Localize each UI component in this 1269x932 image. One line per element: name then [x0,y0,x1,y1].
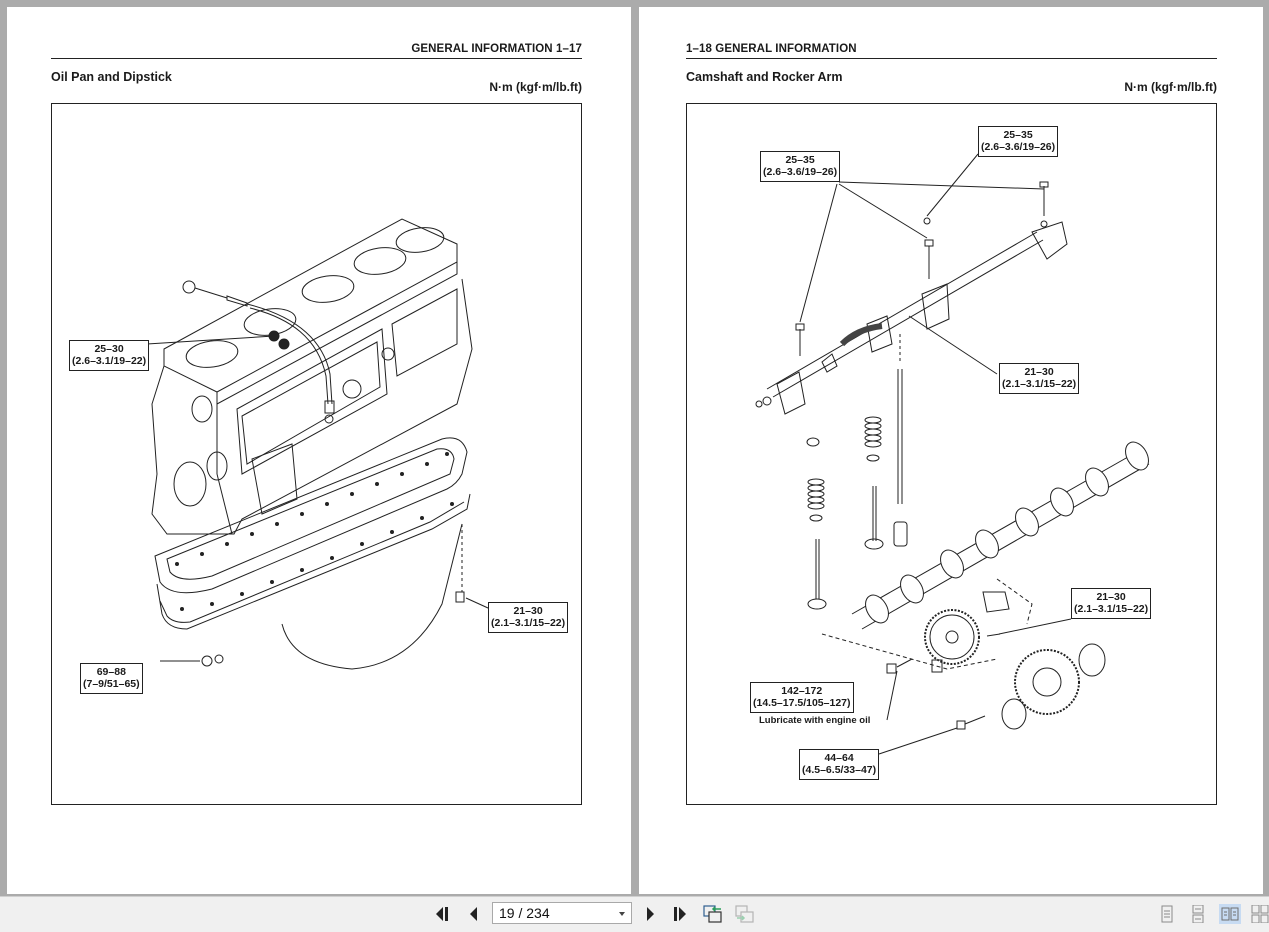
section-title: Camshaft and Rocker Arm [686,70,843,84]
rocker-shaft-assembly [756,182,1067,504]
torque-units: N·m (kgf·m/lb.ft) [1124,80,1217,94]
torque-callout-camshaft-gear-bolt: 142–172 (14.5–17.5/105–127) [750,682,854,713]
page-number-select[interactable]: 19 / 234 [492,902,632,924]
pdf-page-left: GENERAL INFORMATION 1–17 Oil Pan and Dip… [7,7,631,894]
next-view-icon [735,905,754,923]
single-page-view-button[interactable] [1156,904,1178,924]
torque-detail: (14.5–17.5/105–127) [753,697,851,709]
camshaft-gear [887,592,1009,673]
torque-callout-dipstick-bolt: 25–30 (2.6–3.1/19–22) [69,340,150,371]
first-page-button[interactable] [431,903,455,925]
first-page-icon [436,907,448,921]
dipstick [183,281,334,423]
leader-lines [800,154,1071,754]
valves-and-springs [807,417,907,609]
torque-value: 21–30 [1096,591,1126,603]
torque-detail: (2.1–3.1/15–22) [1074,603,1149,615]
continuous-facing-icon [1251,905,1269,923]
previous-page-button[interactable] [462,903,486,925]
torque-callout-adjusting-nut: 21–30 (2.1–3.1/15–22) [999,363,1080,394]
torque-callout-drain-plug: 69–88 (7–9/51–65) [80,663,143,694]
next-page-icon [647,907,654,921]
chevron-down-icon [619,912,625,916]
running-head: 1–18 GENERAL INFORMATION [686,43,857,55]
viewer-toolbar: 19 / 234 [0,896,1269,932]
figure-oil-pan-dipstick: 25–30 (2.6–3.1/19–22) 21–30 (2.1–3.1/15–… [51,103,582,805]
facing-pages-icon [1221,907,1239,921]
torque-value: 25–35 [785,154,815,166]
torque-value: 25–30 [94,343,124,355]
torque-detail: (2.6–3.6/19–26) [763,166,838,178]
oil-pan [155,438,470,669]
torque-callout-oil-pan-bolt: 21–30 (2.1–3.1/15–22) [488,602,569,633]
continuous-view-button[interactable] [1187,904,1209,924]
torque-callout-idler-gear-bolt: 44–64 (4.5–6.5/33–47) [799,749,880,780]
camshaft-rocker-illustration [687,104,1216,804]
torque-value: 142–172 [781,685,823,697]
continuous-facing-view-button[interactable] [1251,904,1269,924]
leader-lines [147,336,488,661]
oil-pan-illustration [52,104,581,804]
torque-value: 21–30 [1024,366,1054,378]
idler-gear [957,644,1105,729]
torque-value: 25–35 [1003,129,1033,141]
torque-value: 69–88 [96,666,126,678]
torque-callout-rocker-nut: 25–35 (2.6–3.6/19–26) [978,126,1059,157]
next-page-button[interactable] [638,903,662,925]
section-title: Oil Pan and Dipstick [51,70,172,84]
pdf-page-right: 1–18 GENERAL INFORMATION Camshaft and Ro… [639,7,1263,894]
continuous-page-icon [1192,905,1204,923]
facing-view-button[interactable] [1219,904,1241,924]
torque-detail: (2.6–3.1/19–22) [72,355,147,367]
last-page-icon [674,907,686,921]
torque-value: 21–30 [513,605,543,617]
header-rule [51,58,582,59]
previous-view-button[interactable] [701,903,725,925]
previous-view-icon [703,905,722,923]
running-head: GENERAL INFORMATION 1–17 [411,43,582,55]
header-rule [686,58,1217,59]
torque-detail: (7–9/51–65) [83,678,140,690]
torque-detail: (2.1–3.1/15–22) [1002,378,1077,390]
previous-page-icon [470,907,477,921]
cylinder-block [152,219,472,534]
last-page-button[interactable] [668,903,692,925]
torque-detail: (2.1–3.1/15–22) [491,617,566,629]
page-indicator: 19 / 234 [499,905,550,921]
camshaft [852,438,1153,629]
next-view-button[interactable] [733,903,757,925]
torque-callout-thrust-plate-bolt: 21–30 (2.1–3.1/15–22) [1071,588,1152,619]
torque-detail: (4.5–6.5/33–47) [802,764,877,776]
torque-detail: (2.6–3.6/19–26) [981,141,1056,153]
torque-units: N·m (kgf·m/lb.ft) [489,80,582,94]
figure-camshaft-rocker-arm: 25–35 (2.6–3.6/19–26) 25–35 (2.6–3.6/19–… [686,103,1217,805]
lubrication-note: Lubricate with engine oil [759,715,871,726]
torque-callout-rocker-bracket-bolt: 25–35 (2.6–3.6/19–26) [760,151,841,182]
single-page-icon [1161,905,1173,923]
torque-value: 44–64 [824,752,854,764]
